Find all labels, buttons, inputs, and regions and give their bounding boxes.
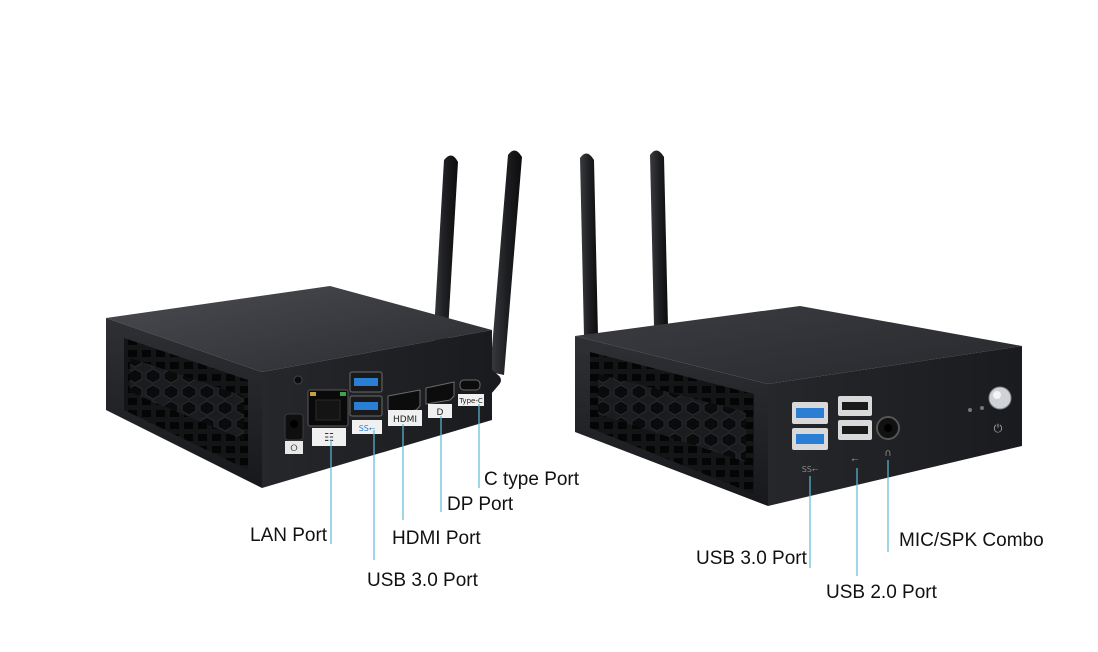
label-c-type-port: C type Port (484, 469, 580, 490)
screw-icon (293, 375, 303, 385)
usb20-ports: ⭠ (838, 396, 872, 465)
usb3-icon: SS⭠ (802, 465, 819, 474)
right-hex-grille (598, 374, 746, 462)
left-hex-grille (130, 358, 244, 440)
label-dp-port: DP Port (447, 494, 514, 515)
type-c-port: Type-C (458, 379, 484, 406)
right-antenna-2 (650, 150, 668, 326)
displayport-icon: D (437, 408, 444, 418)
lan-port: ☷ (307, 389, 349, 446)
dp-port: D (425, 381, 455, 418)
label-mic-spk-combo: MIC/SPK Combo (899, 530, 1044, 551)
left-top-panel (106, 286, 492, 372)
right-unit: SS⭠ ⭠ ∩ ⏻ (575, 150, 1022, 506)
usb30-right-ports: SS⭠ (792, 402, 828, 474)
power-button: ⏻ (988, 386, 1012, 435)
type-c-marking: Type-C (458, 397, 483, 405)
svg-text:⭘: ⭘ (290, 444, 297, 454)
headset-icon: ∩ (884, 448, 891, 459)
hdmi-port: HDMI (387, 389, 422, 426)
network-icon: ☷ (324, 431, 334, 444)
led-indicator (968, 408, 972, 412)
right-antenna-1 (580, 153, 598, 336)
power-icon: ⏻ (994, 422, 1003, 435)
usb-icon: SS⭠ (359, 424, 376, 433)
label-usb30-right: USB 3.0 Port (696, 548, 807, 569)
usb30-left-ports: SS⭠ (349, 371, 383, 434)
leader-lines (330, 404, 889, 576)
hdmi-marking: HDMI (393, 415, 417, 425)
label-hdmi-port: HDMI Port (392, 528, 481, 549)
label-usb20-port: USB 2.0 Port (826, 582, 937, 603)
audio-jack: ∩ (876, 416, 900, 459)
left-unit: ⭘ ☷ SS⭠ (106, 150, 522, 488)
label-usb30-left: USB 3.0 Port (367, 570, 478, 591)
right-top-panel (575, 306, 1022, 384)
usb2-icon: ⭠ (851, 455, 858, 465)
dc-jack: ⭘ (284, 413, 304, 454)
led-indicator (980, 406, 984, 410)
label-lan-port: LAN Port (250, 525, 328, 546)
